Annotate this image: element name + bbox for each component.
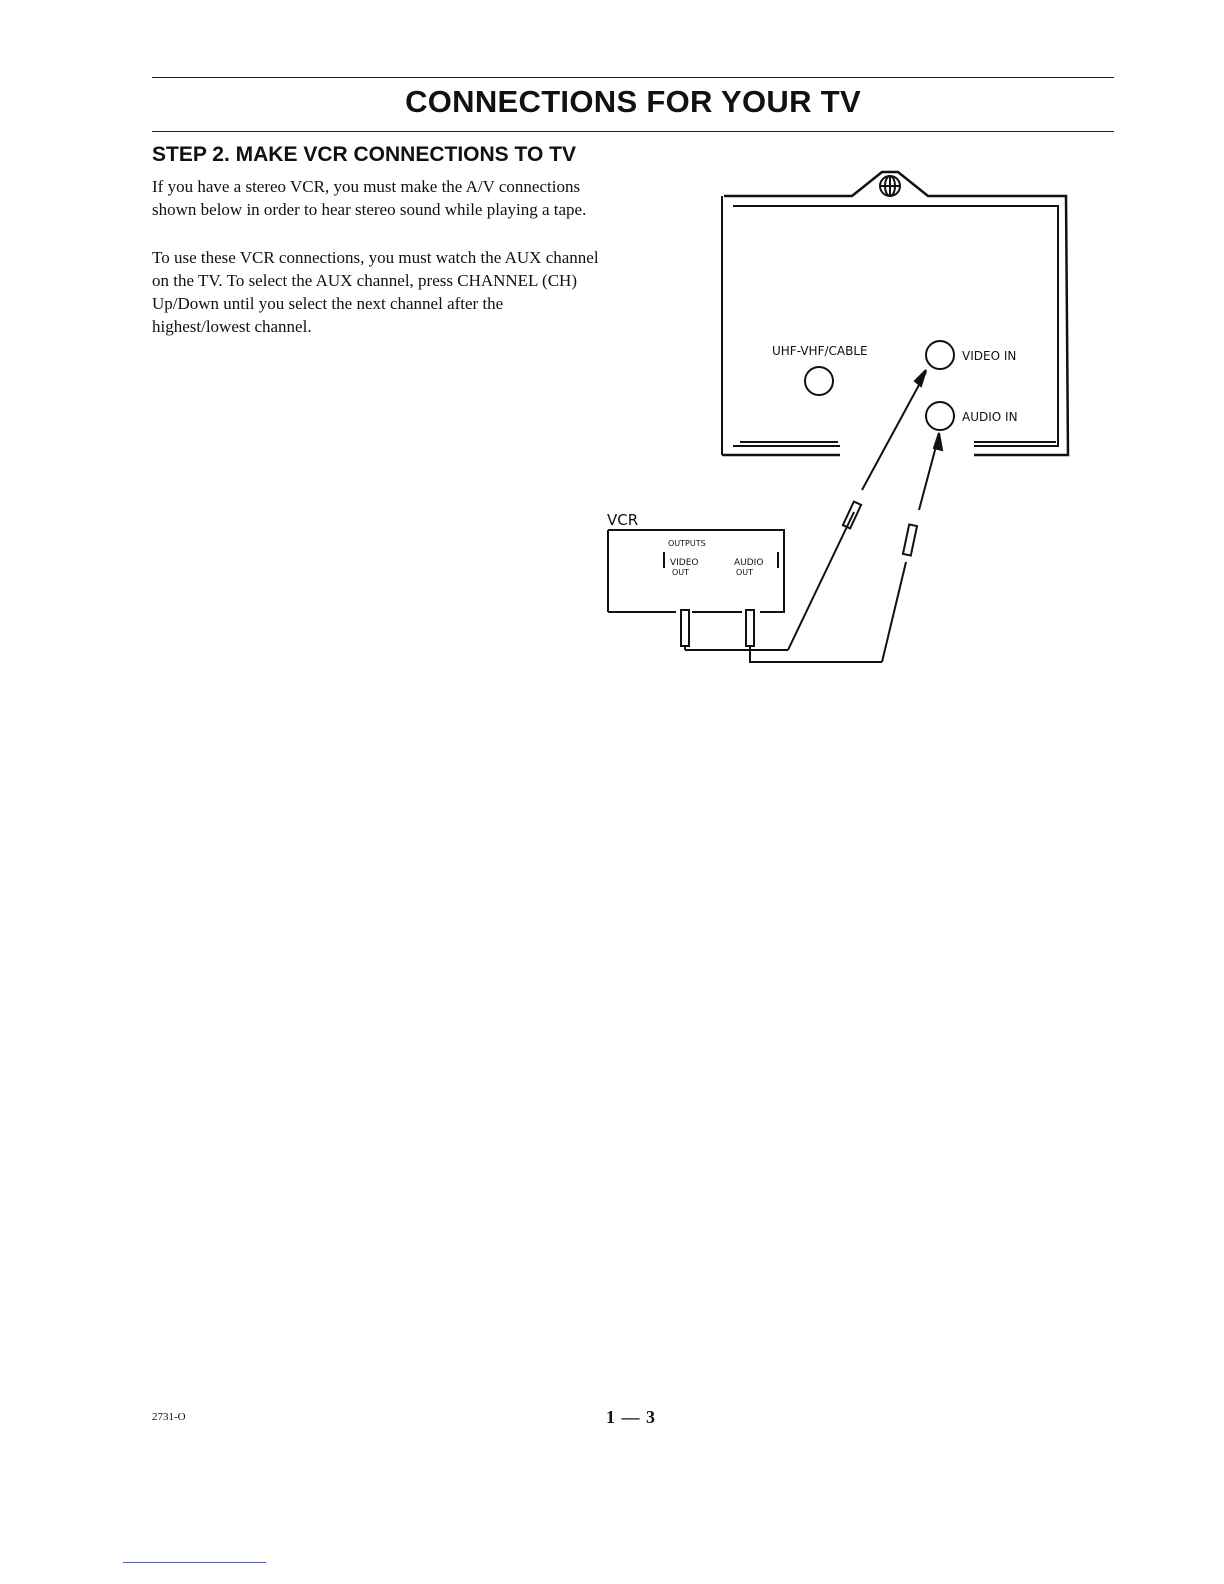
audio-cable — [881, 432, 944, 663]
tv-back-panel — [721, 170, 1070, 457]
page-number: 1 — 3 — [606, 1407, 656, 1427]
audio-out-label-line1: AUDIO — [734, 558, 763, 568]
video-cable — [787, 369, 927, 651]
antenna-jack-icon — [804, 366, 834, 396]
audio-out-label-line2: OUT — [736, 568, 753, 577]
title-underline-rule — [152, 131, 1114, 132]
connection-diagram: UHF-VHF/CABLE VIDEO IN AUDIO IN VCR OUTP… — [607, 170, 1070, 663]
page-title: CONNECTIONS FOR YOUR TV — [405, 84, 861, 119]
instruction-paragraph-1: If you have a stereo VCR, you must make … — [152, 177, 587, 219]
video-in-label: VIDEO IN — [962, 349, 1016, 363]
video-out-plug — [680, 609, 788, 651]
instruction-paragraph-2: To use these VCR connections, you must w… — [152, 248, 599, 336]
audio-out-plug — [745, 609, 882, 663]
video-out-label-line2: OUT — [672, 568, 689, 577]
globe-icon — [879, 175, 901, 197]
video-out-label-line1: VIDEO — [670, 558, 699, 568]
step-heading: STEP 2. MAKE VCR CONNECTIONS TO TV — [152, 143, 576, 166]
outputs-label: OUTPUTS — [668, 539, 706, 548]
vcr-box — [607, 529, 785, 613]
audio-in-label: AUDIO IN — [962, 410, 1018, 424]
antenna-jack-label: UHF-VHF/CABLE — [772, 344, 868, 358]
audio-in-jack-icon — [925, 401, 955, 431]
link-underline — [123, 1562, 266, 1563]
video-in-jack-icon — [925, 340, 955, 370]
top-rule — [152, 77, 1114, 78]
document-code: 2731-O — [152, 1411, 186, 1423]
vcr-label: VCR — [607, 511, 638, 529]
